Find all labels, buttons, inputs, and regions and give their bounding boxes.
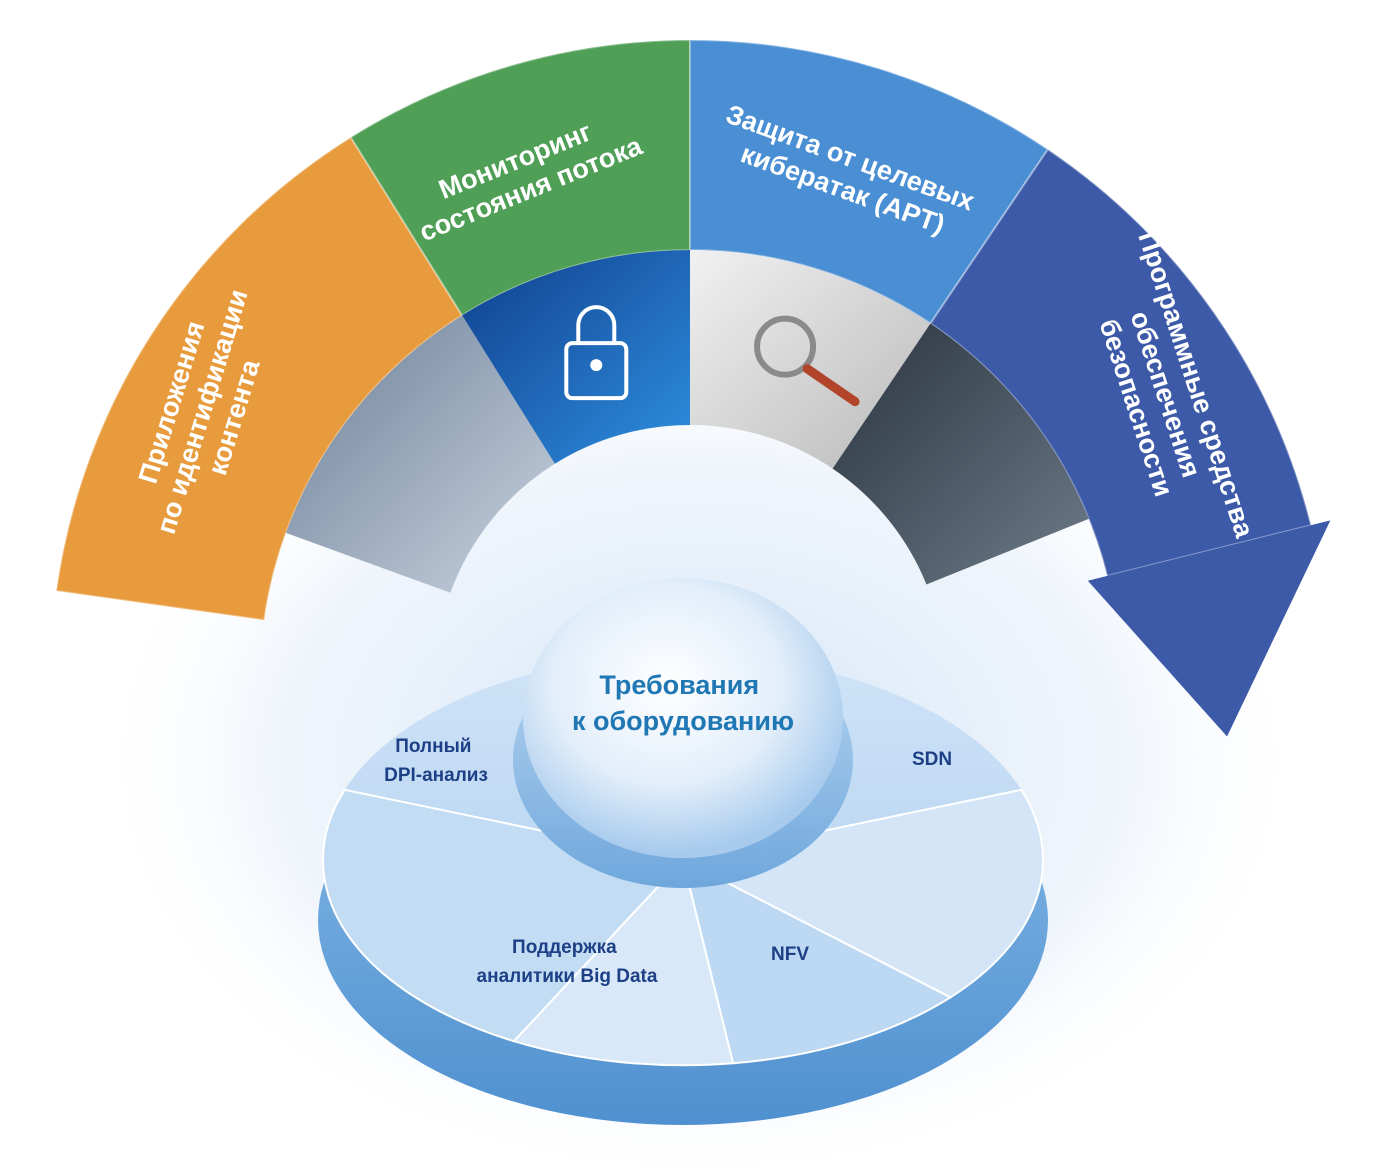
segment-bigdata [512, 857, 735, 1067]
segment-label-bigdata-line-1: Поддержка [512, 937, 617, 958]
arrow-head [1087, 520, 1331, 737]
segment-nfv [681, 858, 953, 1065]
hub-face [523, 578, 843, 858]
network-cables-photo [832, 323, 1089, 585]
arc-segment-security-software [929, 148, 1313, 578]
photo-band [285, 250, 1089, 593]
segment-label-sdn: SDN [912, 749, 952, 770]
segment-label-dpi: Полный DPI-анализ [384, 736, 488, 786]
center-title: Требования к оборудованию [572, 670, 794, 736]
segment-label-nfv-line-1: NFV [771, 944, 809, 965]
segment-label-bigdata-line-2: аналитики Big Data [477, 966, 658, 987]
center-title-line-1: Требования [599, 670, 759, 700]
padlock-icon [564, 305, 629, 401]
outer-arc [55, 38, 1313, 622]
segment-label-sdn-line-1: SDN [912, 749, 952, 770]
segment-label-nfv: NFV [771, 944, 809, 965]
segment-label-bigdata: Поддержка аналитики Big Data [477, 937, 658, 987]
segment-label-dpi-line-1: Полный [395, 736, 471, 757]
magnifier-icon [754, 315, 860, 407]
center-title-line-2: к оборудованию [572, 706, 794, 736]
segment-label-dpi-line-2: DPI-анализ [384, 765, 488, 786]
server-room-photo [285, 315, 555, 593]
padlock-circuit-photo [462, 250, 690, 464]
